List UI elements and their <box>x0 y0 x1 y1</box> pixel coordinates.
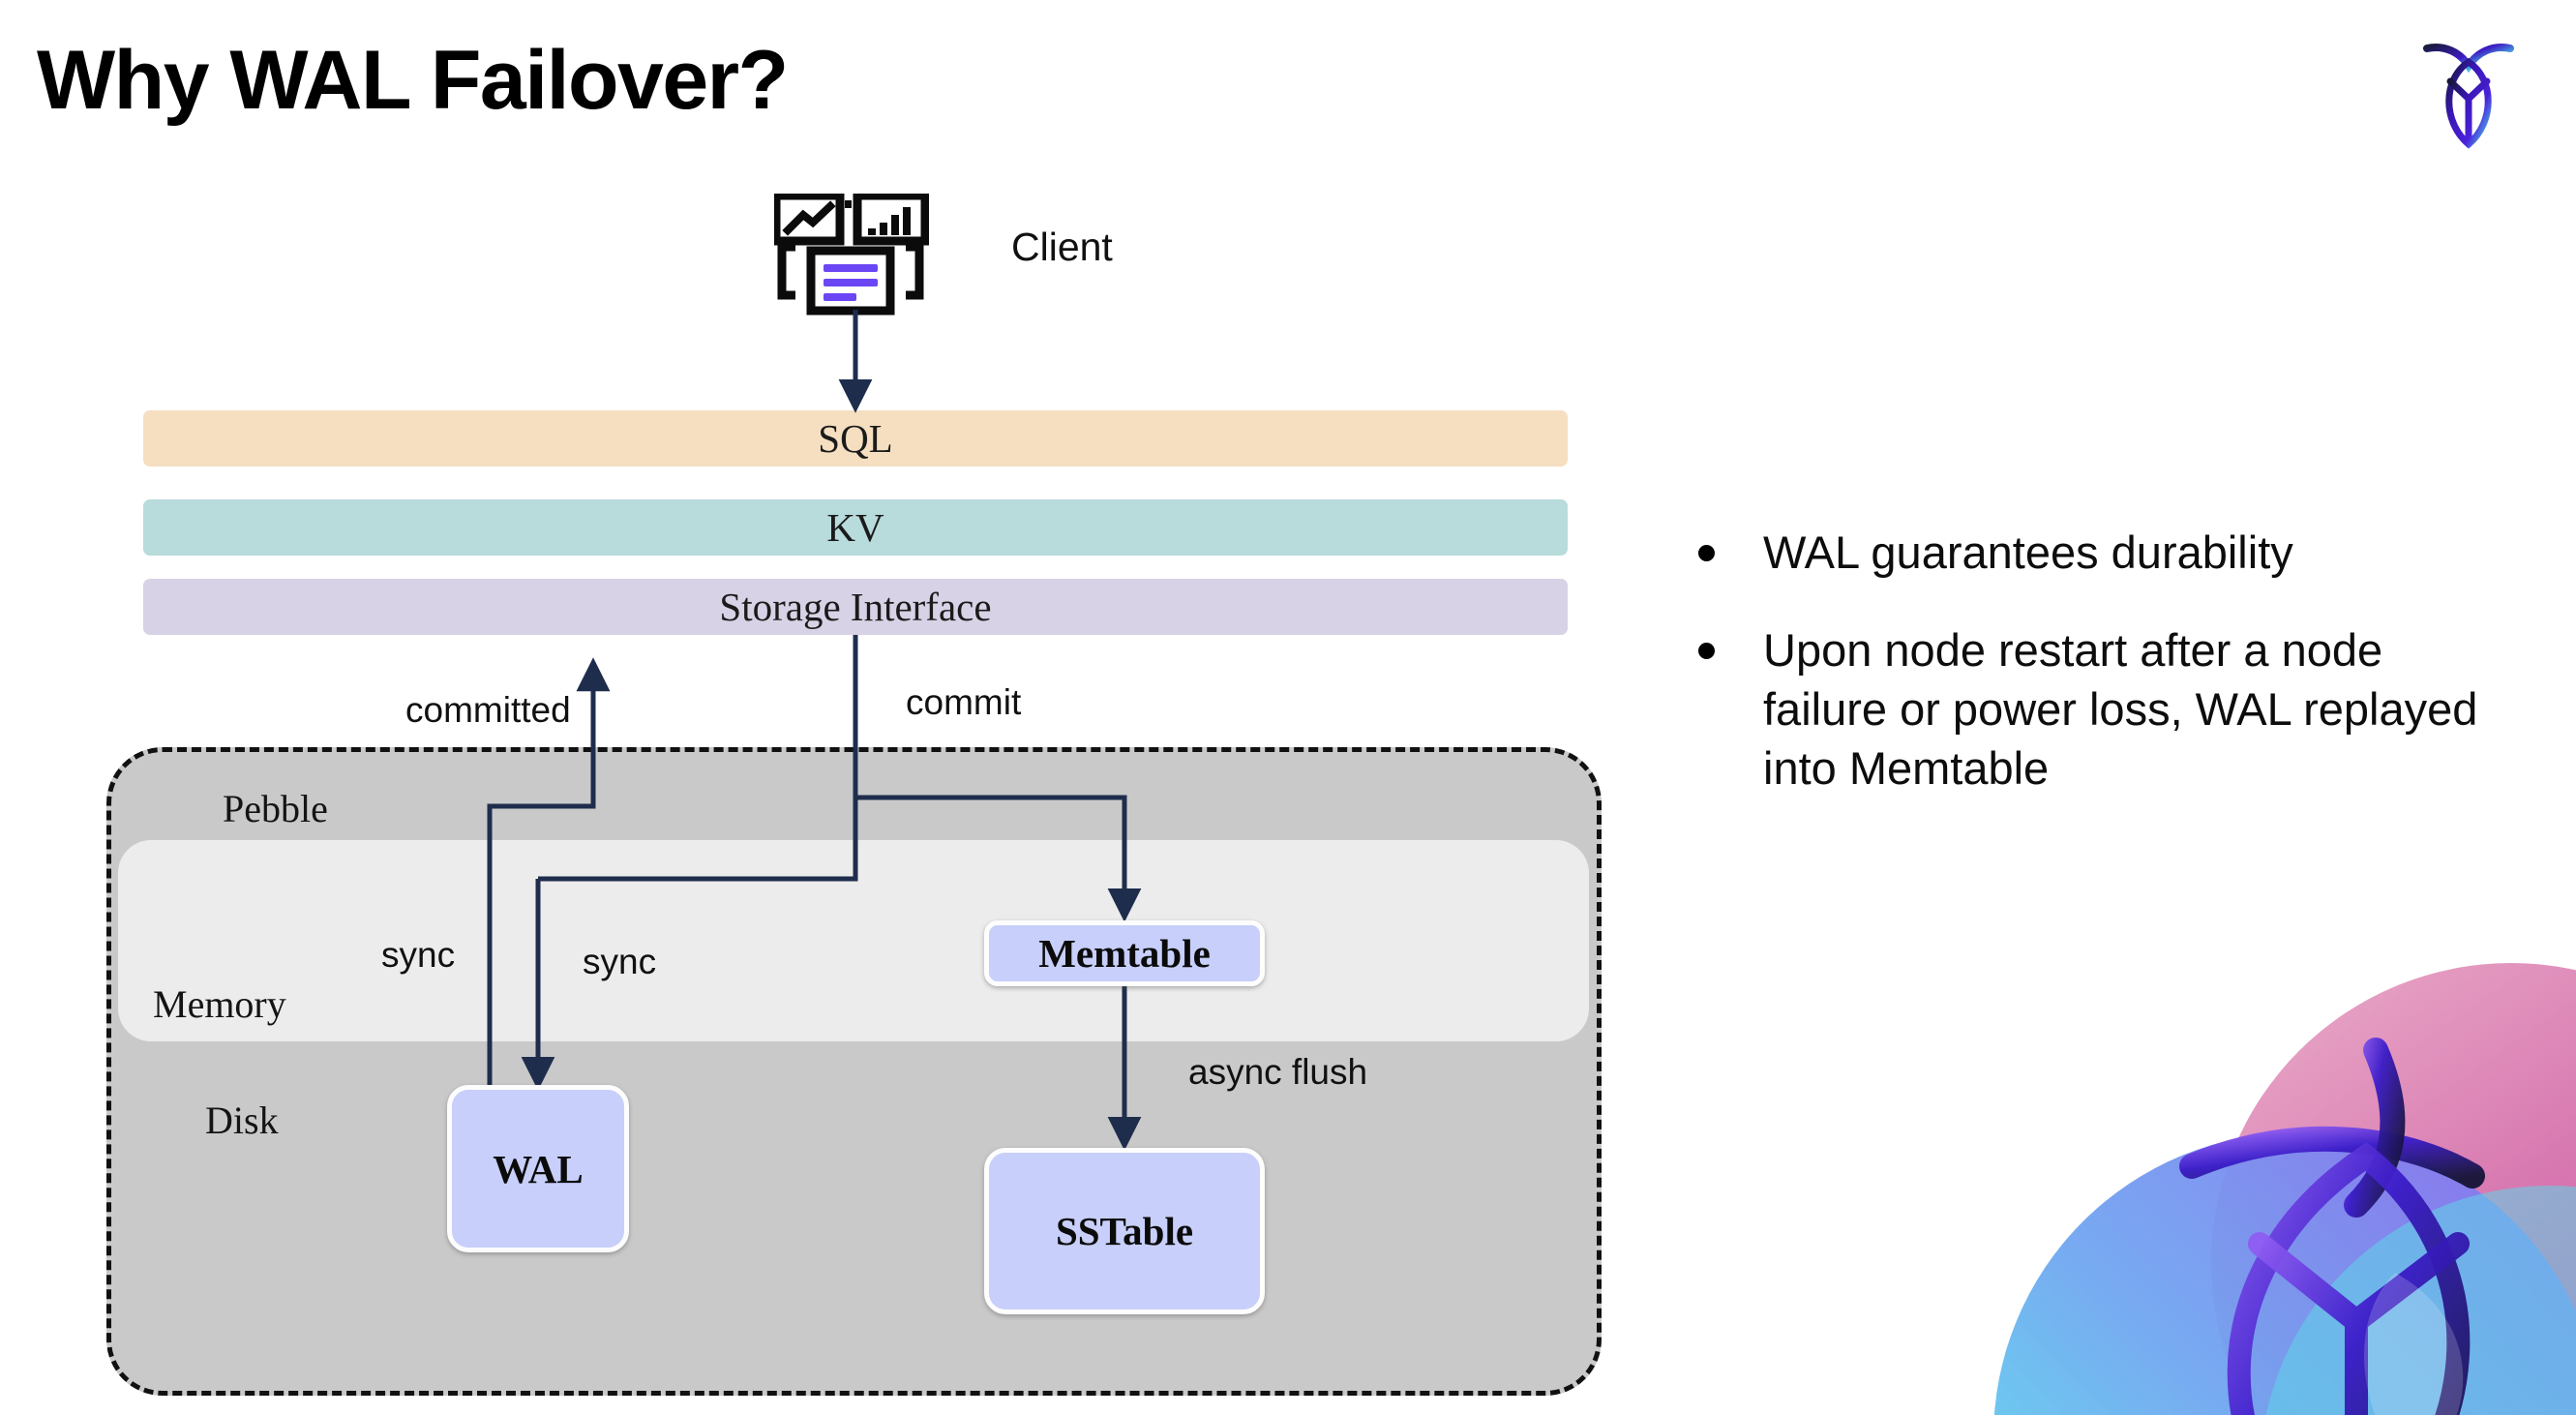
client-label: Client <box>1011 225 1113 269</box>
edge-label-async-flush: async flush <box>1188 1052 1368 1092</box>
client-monitor-dashboard-icon <box>771 191 930 319</box>
node-label-sstable: SSTable <box>1055 1209 1194 1253</box>
bullet-dot-icon <box>1698 643 1715 660</box>
layer-bar-kv: KV <box>143 499 1568 556</box>
memory-region <box>118 840 1589 1041</box>
cockroachdb-decorative-graphic <box>1969 934 2576 1415</box>
edge-label-sync-1: sync <box>381 935 456 975</box>
layer-bar-storage: Storage Interface <box>143 579 1568 635</box>
node-memtable: Memtable <box>984 920 1265 986</box>
disk-label: Disk <box>205 1099 279 1142</box>
bullet-list: WAL guarantees durability Upon node rest… <box>1698 523 2511 836</box>
node-wal: WAL <box>447 1085 629 1252</box>
node-sstable: SSTable <box>984 1148 1265 1314</box>
memory-label: Memory <box>153 982 286 1026</box>
cockroachdb-logo-icon <box>2415 35 2522 151</box>
edge-label-committed: committed <box>405 690 571 730</box>
node-label-memtable: Memtable <box>1038 931 1211 976</box>
node-label-wal: WAL <box>493 1146 584 1191</box>
edge-label-commit: commit <box>906 682 1022 722</box>
bullet-text: Upon node restart after a node failure o… <box>1763 624 2478 795</box>
layer-bar-sql: SQL <box>143 410 1568 467</box>
layer-label-storage: Storage Interface <box>719 585 992 629</box>
list-item: WAL guarantees durability <box>1698 523 2511 582</box>
page-title: Why WAL Failover? <box>37 34 789 127</box>
layer-label-kv: KV <box>826 505 884 550</box>
list-item: Upon node restart after a node failure o… <box>1698 620 2511 798</box>
layer-label-sql: SQL <box>818 416 893 461</box>
bullet-text: WAL guarantees durability <box>1763 527 2293 578</box>
edge-label-sync-2: sync <box>583 942 657 981</box>
pebble-label: Pebble <box>223 787 328 830</box>
bullet-dot-icon <box>1698 545 1715 561</box>
